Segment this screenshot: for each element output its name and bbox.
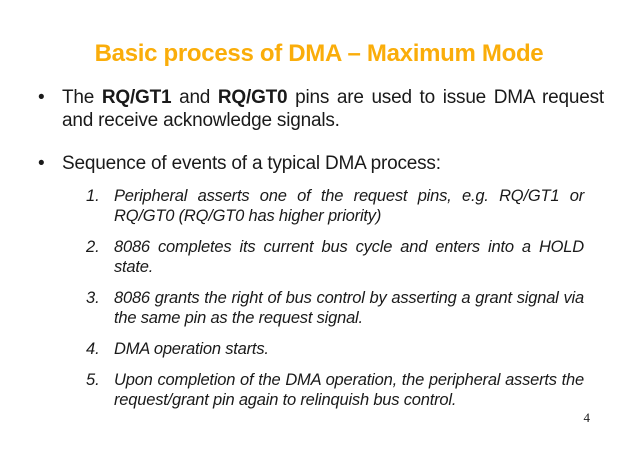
step-item-3: 3. 8086 grants the right of bus control … <box>38 288 604 328</box>
step-number: 3. <box>86 289 100 307</box>
step-text: Peripheral asserts one of the request pi… <box>114 187 584 225</box>
step-text: Upon completion of the DMA operation, th… <box>114 371 584 409</box>
slide-title: Basic process of DMA – Maximum Mode <box>94 40 544 67</box>
bullet-icon: • <box>38 87 45 108</box>
bullet-icon: • <box>38 153 45 174</box>
step-item-2: 2. 8086 completes its current bus cycle … <box>38 237 604 277</box>
bullet-item-pins-text: The RQ/GT1 and RQ/GT0 pins are used to i… <box>62 86 604 132</box>
bullet-item-sequence: • Sequence of events of a typical DMA pr… <box>38 152 604 175</box>
step-text: 8086 completes its current bus cycle and… <box>114 238 584 276</box>
bullet-item-sequence-text: Sequence of events of a typical DMA proc… <box>62 153 441 174</box>
step-number: 5. <box>86 371 100 389</box>
step-number: 4. <box>86 340 100 358</box>
step-text: 8086 grants the right of bus control by … <box>114 289 584 327</box>
slide-body: • The RQ/GT1 and RQ/GT0 pins are used to… <box>38 86 604 410</box>
bullet1-post: pins are used to issue DMA request and r… <box>62 87 605 131</box>
bullet-item-pins: • The RQ/GT1 and RQ/GT0 pins are used to… <box>38 86 604 132</box>
numbered-steps-list: 1. Peripheral asserts one of the request… <box>38 186 604 410</box>
page-number: 4 <box>583 410 591 425</box>
bullet1-pre: The <box>62 87 102 108</box>
bullet1-pin2: RQ/GT0 <box>217 87 288 108</box>
step-number: 1. <box>86 187 100 205</box>
step-item-5: 5. Upon completion of the DMA operation,… <box>38 370 604 410</box>
step-item-4: 4. DMA operation starts. <box>38 339 604 359</box>
bullet1-mid: and <box>171 87 218 108</box>
step-item-1: 1. Peripheral asserts one of the request… <box>38 186 604 226</box>
bullet1-pin1: RQ/GT1 <box>101 87 172 108</box>
step-number: 2. <box>86 238 100 256</box>
step-text: DMA operation starts. <box>114 340 269 358</box>
